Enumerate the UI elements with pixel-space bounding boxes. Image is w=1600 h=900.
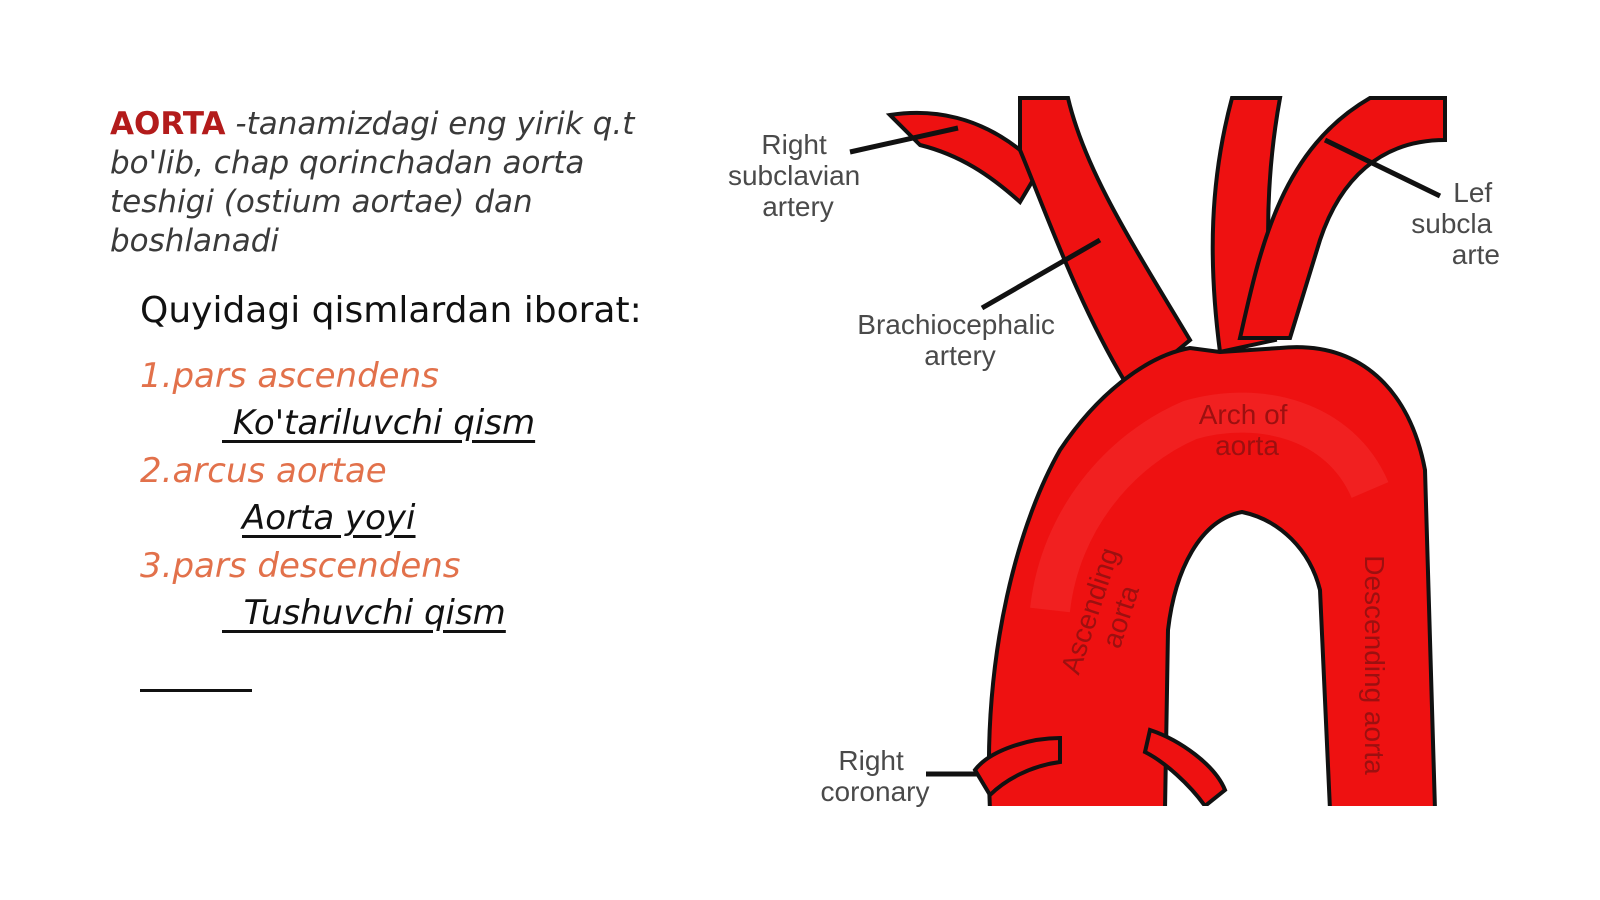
blank-underline xyxy=(140,689,252,692)
label-arch: Arch of aorta xyxy=(1199,399,1295,461)
aortic-arch-vessel xyxy=(986,345,1437,806)
label-right-subclavian: Right subclavian artery xyxy=(728,129,868,222)
parts-list: 1.pars ascendens Ko'tariluvchi qism 2.ar… xyxy=(140,352,700,637)
part-uzbek-name: Tushuvchi qism xyxy=(222,593,506,633)
part-latin-name: 3.pars descendens xyxy=(140,546,461,586)
aorta-diagram-svg: Right subclavian artery Lef subcla arte … xyxy=(728,96,1500,807)
part-uzbek-name: Aorta yoyi xyxy=(242,498,416,538)
pointer-line xyxy=(980,237,1102,311)
parts-heading: Quyidagi qismlardan iborat: xyxy=(140,290,642,331)
part-latin-name: 2.arcus aortae xyxy=(140,451,387,491)
label-left-subclavian: Lef subcla arte xyxy=(1411,177,1500,270)
pointer-line xyxy=(849,125,959,155)
label-descending: Descending aorta xyxy=(1359,555,1390,775)
left-subclavian-vessel xyxy=(1237,96,1447,340)
left-coronary-vessel xyxy=(1142,727,1228,806)
label-brachiocephalic: Brachiocephalic artery xyxy=(857,309,1062,371)
pointer-line xyxy=(1323,137,1442,199)
right-coronary-vessel xyxy=(972,735,1062,799)
intro-paragraph: AORTA -tanamizdagi eng yirik q.t bo'lib,… xyxy=(110,105,650,261)
part-uzbek-name: Ko'tariluvchi qism xyxy=(222,403,536,443)
part-latin-name: 1.pars ascendens xyxy=(140,356,439,396)
brachiocephalic-vessel xyxy=(1018,96,1193,394)
label-right-coronary: Right coronary xyxy=(821,745,930,807)
aorta-definition: -tanamizdagi eng yirik q.t bo'lib, chap … xyxy=(110,106,635,259)
aorta-diagram: Right subclavian artery Lef subcla arte … xyxy=(720,90,1600,830)
arch-highlight xyxy=(1030,392,1389,613)
aorta-term: AORTA xyxy=(110,106,226,142)
